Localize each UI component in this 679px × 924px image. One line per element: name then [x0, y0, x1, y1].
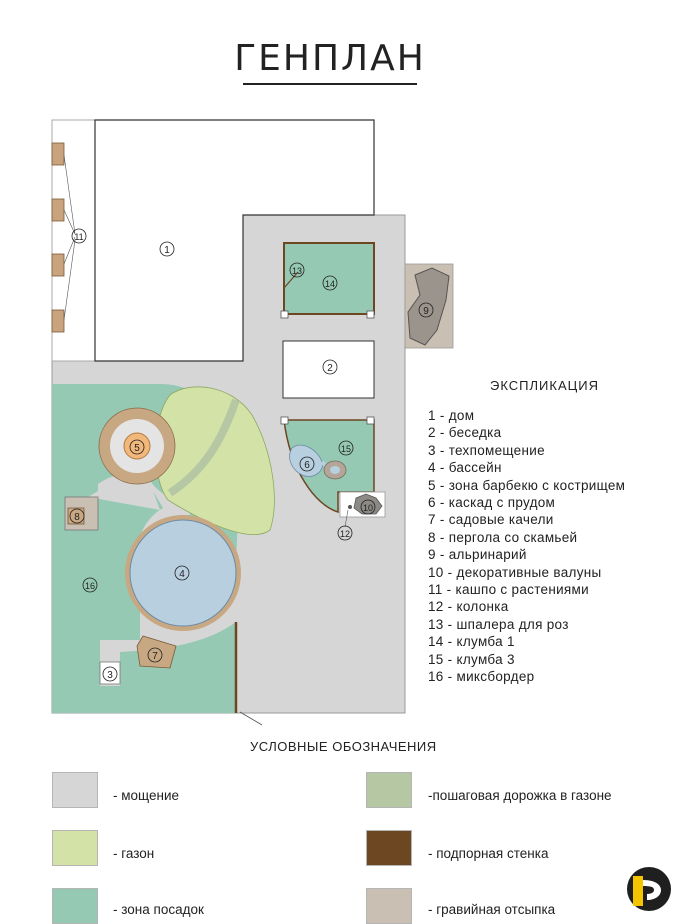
marker-7: 7 [152, 651, 158, 662]
explication-item: 4 - бассейн [428, 460, 502, 476]
marker-7-circle [147, 647, 163, 663]
title-underline [243, 83, 417, 85]
planter-pot [51, 142, 65, 166]
explication-title: ЭКСПЛИКАЦИЯ [490, 378, 599, 393]
marker-14: 14 [325, 279, 335, 289]
fire-pit [123, 432, 151, 460]
marker-8-circle [69, 508, 85, 524]
marker-5-circle [129, 439, 145, 455]
legend-swatch-paving [52, 772, 98, 808]
marker-13: 13 [292, 266, 302, 276]
marker-9-circle [418, 302, 434, 318]
water-column [348, 505, 352, 509]
column-leader [344, 509, 349, 528]
marker-12: 12 [340, 529, 350, 539]
garden-swing [136, 635, 177, 669]
marker-13-circle [289, 262, 305, 278]
column [366, 310, 375, 319]
marker-10: 10 [363, 503, 373, 513]
pool [129, 519, 237, 627]
legend-label-paving: - мощение [113, 788, 180, 803]
planter-leader-lines [63, 154, 76, 321]
legend-label-stepping-path: -пошаговая дорожка в газоне [428, 788, 612, 803]
column [366, 416, 375, 425]
explication-item: 2 - беседка [428, 425, 502, 441]
marker-3: 3 [107, 670, 113, 681]
cascade-water [330, 466, 340, 474]
explication-item: 15 - клумба 3 [428, 651, 515, 667]
marker-3-circle [102, 666, 118, 682]
marker-1: 1 [164, 245, 170, 256]
marker-8: 8 [74, 512, 80, 523]
explication-list: 1 - дом 2 - беседка 3 - техпомещение 4 -… [428, 407, 625, 686]
legend-swatch-lawn [52, 830, 98, 866]
house [94, 119, 375, 362]
marker-15-circle [338, 440, 354, 456]
legend-label-gravel: - гравийная отсыпка [428, 902, 556, 917]
marker-16: 16 [85, 581, 95, 591]
column [280, 310, 289, 319]
explication-item: 12 - колонка [428, 599, 509, 615]
marker-11-circle [71, 228, 87, 244]
stepping-path [167, 398, 240, 497]
site-plan: 1 2 3 4 5 6 7 8 9 10 11 12 13 14 15 16 [51, 119, 454, 726]
legend-label-retaining-wall: - подпорная стенка [428, 846, 549, 861]
legend-swatch-planting [52, 888, 98, 924]
explication-item: 7 - садовые качели [428, 512, 554, 528]
marker-14-circle [322, 275, 338, 291]
explication-item: 10 - декоративные валуны [428, 564, 602, 580]
column [280, 416, 289, 425]
brand-logo [627, 867, 671, 911]
planter-pot [51, 198, 65, 222]
legend-swatch-gravel [366, 888, 412, 924]
planter-pot [51, 253, 65, 277]
explication-item: 1 - дом [428, 408, 475, 423]
marker-12-circle [337, 525, 353, 541]
rock-garden [407, 267, 450, 346]
marker-16-circle [82, 577, 98, 593]
legend-label-lawn: - газон [113, 846, 155, 861]
legend-title: УСЛОВНЫЕ ОБОЗНАЧЕНИЯ [250, 739, 437, 754]
marker-6-circle [299, 456, 315, 472]
marker-11: 11 [74, 232, 83, 242]
marker-5: 5 [134, 443, 140, 454]
marker-2: 2 [327, 363, 333, 374]
gazebo [282, 340, 375, 399]
marker-10-circle [360, 499, 376, 515]
flower-bed-1 [283, 242, 375, 315]
marker-4: 4 [179, 569, 185, 580]
explication-item: 6 - каскад с прудом [428, 495, 556, 511]
marker-9: 9 [423, 306, 429, 317]
planter-pot [51, 309, 65, 333]
page-title: ГЕНПЛАН [234, 38, 426, 79]
marker-1-circle [159, 241, 175, 257]
wall-leader [239, 711, 263, 726]
explication-item: 13 - шпалера для роз [428, 616, 569, 632]
legend-swatch-retaining-wall [366, 830, 412, 866]
explication-item: 9 - альринарий [428, 547, 527, 563]
marker-6: 6 [304, 460, 310, 471]
explication-item: 8 - пергола со скамьей [428, 529, 578, 545]
legend-swatch-stepping-path [366, 772, 412, 808]
marker-4-circle [174, 565, 190, 581]
legend-label-planting: - зона посадок [113, 902, 204, 917]
explication-item: 5 - зона барбекю с кострищем [428, 477, 626, 493]
explication-item: 11 - кашпо с растениями [428, 582, 589, 598]
marker-15: 15 [341, 444, 351, 454]
marker-2-circle [322, 359, 338, 375]
rose-trellis [283, 271, 299, 289]
explication-item: 16 - миксбордер [428, 669, 535, 685]
explication-item: 14 - клумба 1 [428, 634, 515, 650]
cascade-pond [289, 444, 323, 477]
explication-item: 3 - техпомещение [428, 442, 545, 458]
